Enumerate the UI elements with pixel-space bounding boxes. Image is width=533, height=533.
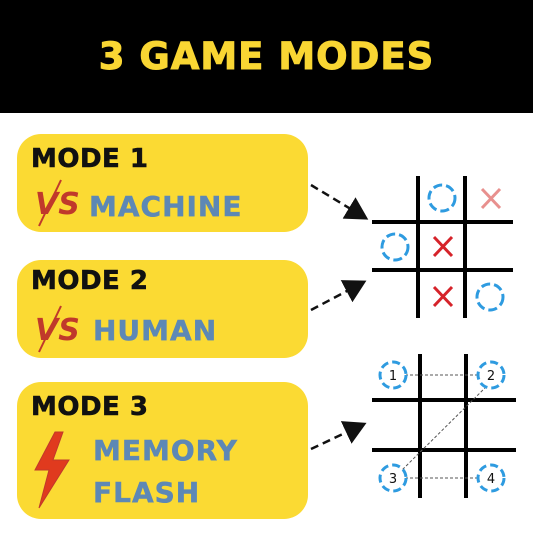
- mode-1-card[interactable]: MODE 1 VS MACHINE: [17, 134, 308, 232]
- memory-number-2: 2: [487, 369, 495, 384]
- tic-tac-toe-board: [372, 176, 513, 318]
- arrow-mode-1: [310, 183, 369, 220]
- memory-sequence-lines: [401, 374, 491, 479]
- memory-board: [372, 354, 516, 498]
- o-mark-icon: [427, 183, 457, 213]
- header-banner: 3 GAME MODES: [0, 0, 533, 113]
- memory-number-4: 4: [487, 472, 495, 487]
- memory-number-1: 1: [389, 369, 397, 384]
- memory-markers: 1 2 3 4: [378, 360, 506, 493]
- vs-slash-icon: VS: [31, 176, 81, 232]
- mode-3-opponent-line2: FLASH: [93, 476, 201, 510]
- vs-text: VS: [35, 313, 80, 348]
- x-mark-faded-icon: [480, 187, 502, 210]
- x-mark-icon: [432, 235, 454, 258]
- vs-text: VS: [35, 187, 80, 222]
- mode-2-opponent: HUMAN: [93, 314, 218, 348]
- numbered-o-icon: [378, 360, 408, 390]
- mode-1-opponent: MACHINE: [89, 190, 243, 224]
- page-title: 3 GAME MODES: [98, 35, 435, 79]
- mode-3-opponent-line1: MEMORY: [93, 434, 238, 468]
- o-mark-icon: [475, 282, 505, 312]
- board-cells: [380, 183, 505, 312]
- arrow-mode-2: [310, 280, 367, 312]
- x-mark-icon: [432, 285, 454, 308]
- mode-3-card[interactable]: MODE 3 MEMORY FLASH: [17, 382, 308, 519]
- mode-1-label: MODE 1: [31, 144, 149, 175]
- mode-2-label: MODE 2: [31, 266, 149, 297]
- mode-3-label: MODE 3: [31, 392, 149, 423]
- vs-slash-icon: VS: [31, 302, 81, 358]
- lightning-bolt-icon: [29, 430, 73, 514]
- arrow-mode-3: [310, 421, 367, 451]
- numbered-o-icon: [378, 463, 408, 493]
- numbered-o-icon: [476, 360, 506, 390]
- mode-2-card[interactable]: MODE 2 VS HUMAN: [17, 260, 308, 358]
- o-mark-icon: [380, 232, 410, 262]
- memory-number-3: 3: [389, 472, 397, 487]
- numbered-o-icon: [476, 463, 506, 493]
